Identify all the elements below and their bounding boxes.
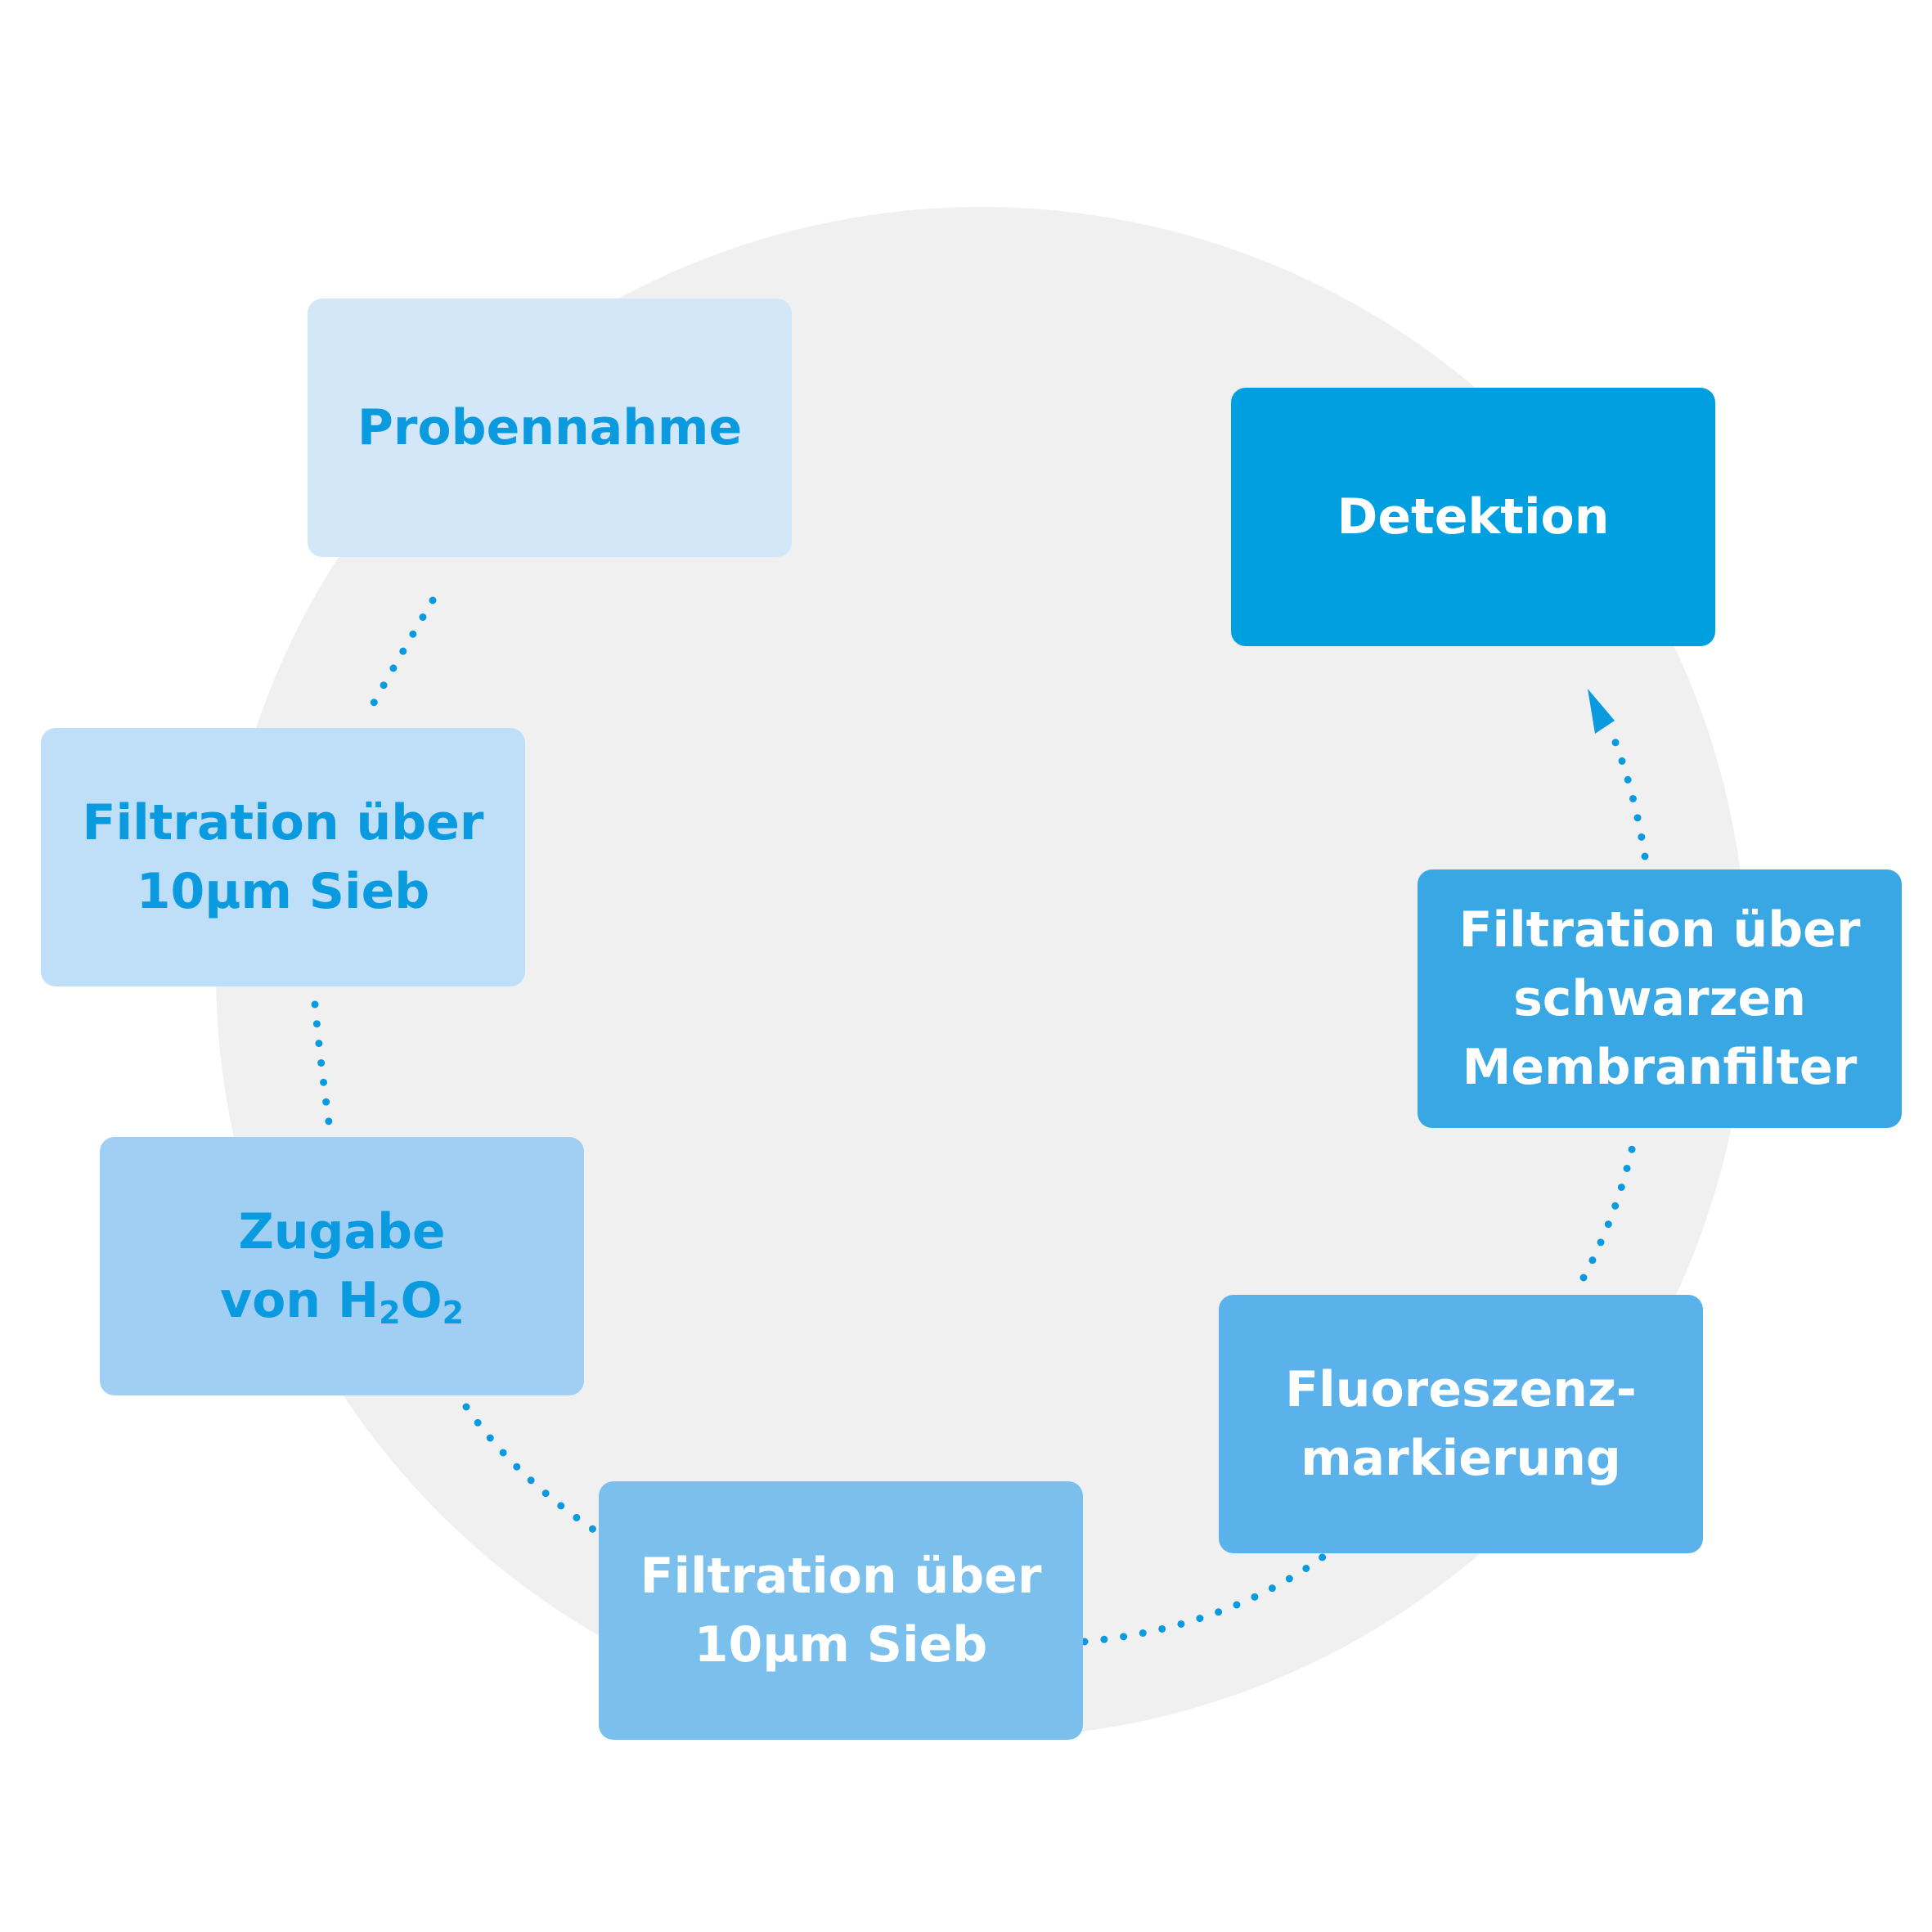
step-probennahme: Probennahme xyxy=(308,299,792,557)
connector-6-7 xyxy=(1606,724,1649,860)
step-1-line-1: Probennahme xyxy=(357,399,743,456)
connector-2-3 xyxy=(311,1000,335,1138)
step-2-line-2: 10µm Sieb xyxy=(136,863,430,920)
step-7-line-1: Detektion xyxy=(1337,488,1610,546)
step-detektion: Detektion xyxy=(1231,388,1715,646)
connector-3-4 xyxy=(462,1403,601,1536)
connector-1-2 xyxy=(365,596,437,716)
step-fluoreszenzmarkierung: Fluoreszenz- markierung xyxy=(1219,1295,1703,1553)
step-3-line-1: Zugabe xyxy=(238,1203,446,1260)
arrow-head-icon xyxy=(1588,689,1615,734)
step-7-label: Detektion xyxy=(1337,483,1610,551)
step-5-label: Fluoreszenz- markierung xyxy=(1285,1355,1637,1493)
step-6-line-3: Membranfilter xyxy=(1462,1039,1858,1096)
step-2-line-1: Filtration über xyxy=(82,794,484,851)
step-5-line-1: Fluoreszenz- xyxy=(1285,1361,1637,1418)
step-filtration-sieb-1: Filtration über 10µm Sieb xyxy=(41,728,525,986)
step-3-line-2: von H2O2 xyxy=(220,1266,464,1335)
step-1-label: Probennahme xyxy=(357,393,742,462)
step-filtration-membranfilter: Filtration über schwarzen Membranfilter xyxy=(1418,869,1902,1128)
step-3-formula-prefix: von H xyxy=(219,1272,380,1329)
connector-5-6 xyxy=(1579,1127,1640,1282)
step-6-label: Filtration über schwarzen Membranfilter xyxy=(1459,896,1861,1102)
step-2-label: Filtration über 10µm Sieb xyxy=(83,789,484,926)
step-filtration-sieb-2: Filtration über 10µm Sieb xyxy=(599,1481,1083,1740)
step-3-formula-mid: O xyxy=(400,1272,443,1329)
step-3-formula-sub-2: 2 xyxy=(442,1295,465,1331)
step-3-formula-sub-1: 2 xyxy=(379,1295,401,1331)
step-3-label: Zugabe von H2O2 xyxy=(220,1197,464,1335)
step-4-line-2: 10µm Sieb xyxy=(694,1616,988,1674)
step-zugabe-h2o2: Zugabe von H2O2 xyxy=(100,1137,584,1395)
step-5-line-2: markierung xyxy=(1301,1430,1621,1487)
connector-4-5 xyxy=(1081,1550,1331,1646)
step-4-label: Filtration über 10µm Sieb xyxy=(640,1542,1042,1679)
step-4-line-1: Filtration über xyxy=(640,1548,1042,1605)
step-6-line-1: Filtration über xyxy=(1458,901,1861,959)
step-6-line-2: schwarzen xyxy=(1513,970,1806,1027)
